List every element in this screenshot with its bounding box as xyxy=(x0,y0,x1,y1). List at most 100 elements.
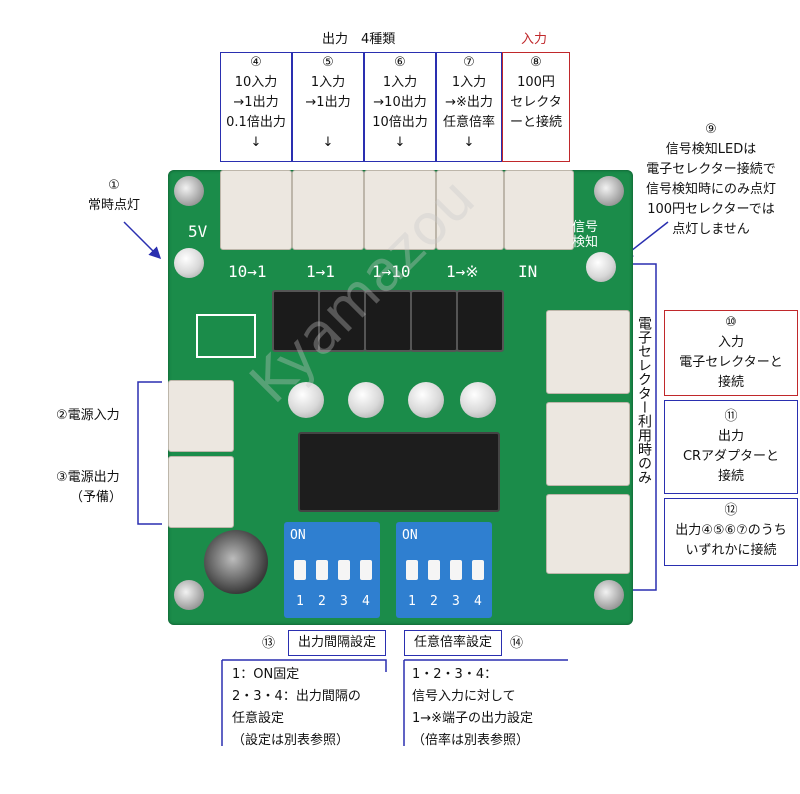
box-line: 1入力 xyxy=(310,75,346,90)
dip-key[interactable] xyxy=(406,560,418,580)
indicator-led xyxy=(408,382,444,418)
connector-5 xyxy=(292,170,364,250)
connector-6 xyxy=(364,170,436,250)
screw-icon xyxy=(594,580,624,610)
input-label: 入力 xyxy=(521,32,548,47)
dip-switch-interval[interactable]: ON 1 2 3 4 xyxy=(284,522,380,618)
dip-num: 2 xyxy=(430,594,438,609)
dip-key[interactable] xyxy=(316,560,328,580)
connector-8 xyxy=(504,170,574,250)
box-line: 1入力 xyxy=(382,75,418,90)
dip-key[interactable] xyxy=(428,560,440,580)
note-line: 信号入力に対して xyxy=(412,689,516,704)
side-label: 電子セレクター利用時のみ xyxy=(636,316,652,484)
note-line: 100円セレクターでは xyxy=(647,202,775,217)
note-number: ⑨ xyxy=(705,122,717,137)
box-line: セレクタ xyxy=(510,95,562,110)
box-number: ⑦ xyxy=(463,55,475,70)
connector-4 xyxy=(220,170,292,250)
connector-10 xyxy=(546,310,630,394)
note-line: （倍率は別表参照） xyxy=(412,733,530,748)
box-line: いずれかに接続 xyxy=(685,543,777,558)
dip-key[interactable] xyxy=(338,560,350,580)
down-arrow-icon: ↓ xyxy=(463,135,475,150)
box-line: ーと接続 xyxy=(509,115,562,130)
multiplier-setting-title: 任意倍率設定 xyxy=(404,630,502,656)
silk-signal: 信号検知 xyxy=(572,220,599,250)
power-out-connector xyxy=(168,456,234,528)
connector-7 xyxy=(436,170,504,250)
note-9: ⑨ 信号検知LEDは 電子セレクター接続で 信号検知時にのみ点灯 100円セレク… xyxy=(628,120,794,240)
interval-notes: 1：ON固定 2・3・4：出力間隔の 任意設定 （設定は別表参照） xyxy=(232,664,361,752)
power-in-connector xyxy=(168,380,234,452)
box-line: 出力 xyxy=(717,429,744,444)
indicator-led xyxy=(348,382,384,418)
box-number: ⑪ xyxy=(724,409,738,424)
box-10: ⑩ 入力 電子セレクターと 接続 xyxy=(664,310,798,396)
note-line: 1・2・3・4： xyxy=(412,667,498,682)
dip-num: 3 xyxy=(340,594,348,609)
note-line: 信号検知LEDは xyxy=(665,142,757,157)
dip-num: 4 xyxy=(362,594,370,609)
connector-12 xyxy=(546,494,630,574)
silk-c3: 1→10 xyxy=(372,262,411,281)
arrow-note1 xyxy=(123,221,162,260)
note-line: 1→※端子の出力設定 xyxy=(412,711,534,726)
output-box-4: ④ 10入力 →1出力 0.1倍出力 ↓ xyxy=(220,52,292,162)
note-line: 信号検知時にのみ点灯 xyxy=(645,182,776,197)
dip-key[interactable] xyxy=(472,560,484,580)
box-number: ⑧ xyxy=(530,55,542,70)
dip-key[interactable] xyxy=(450,560,462,580)
box-number: ⑥ xyxy=(394,55,406,70)
box-line: →1出力 xyxy=(233,95,279,110)
note-line: 常時点灯 xyxy=(87,198,140,213)
note-line: 電子セレクター接続で xyxy=(646,162,776,177)
power-out-label: ③電源出力 xyxy=(56,470,120,485)
box-line: →10出力 xyxy=(373,95,427,110)
dip-switch-multiplier[interactable]: ON 1 2 3 4 xyxy=(396,522,492,618)
box-line: 0.1倍出力 xyxy=(226,115,286,130)
spare-label: （予備） xyxy=(70,490,123,505)
pcb-board: 5V 10→1 1→1 1→10 1→※ IN 信号検知 ON 1 2 3 4 … xyxy=(168,166,633,625)
box-line: 任意倍率 xyxy=(442,115,495,130)
note-line: 点灯しません xyxy=(672,222,750,237)
note-1: ① 常時点灯 xyxy=(74,176,154,216)
output-types-label: 出力 4種類 xyxy=(322,32,396,47)
box-line: →※出力 xyxy=(445,95,493,110)
indicator-led xyxy=(288,382,324,418)
dip-num: 1 xyxy=(408,594,416,609)
output-box-7: ⑦ 1入力 →※出力 任意倍率 ↓ xyxy=(436,52,502,162)
dip-key[interactable] xyxy=(294,560,306,580)
power-led xyxy=(174,248,204,278)
box-number: ④ xyxy=(250,55,262,70)
box-line: 接続 xyxy=(717,469,744,484)
screw-icon xyxy=(174,580,204,610)
box-line: →1出力 xyxy=(305,95,351,110)
relay xyxy=(456,290,504,352)
relay xyxy=(272,290,320,352)
box-number: ⑩ xyxy=(725,315,737,330)
note-line: 1：ON固定 xyxy=(232,667,300,682)
silk-c4: 1→※ xyxy=(446,262,479,281)
box-line: 100円 xyxy=(517,75,555,90)
label-14-number: ⑭ xyxy=(510,636,524,651)
dip-num: 4 xyxy=(474,594,482,609)
down-arrow-icon: ↓ xyxy=(394,135,406,150)
note-line: 2・3・4：出力間隔の xyxy=(232,689,361,704)
box-line: 接続 xyxy=(717,375,744,390)
box-line: 1入力 xyxy=(451,75,487,90)
dip-key[interactable] xyxy=(360,560,372,580)
left-bracket xyxy=(137,381,162,525)
dip-num: 2 xyxy=(318,594,326,609)
down-arrow-icon: ↓ xyxy=(322,135,334,150)
box-11: ⑪ 出力 CRアダプターと 接続 xyxy=(664,400,798,494)
dip-on-label: ON xyxy=(402,528,418,543)
dip-on-label: ON xyxy=(290,528,306,543)
note-line: 任意設定 xyxy=(232,711,285,726)
screw-icon xyxy=(594,176,624,206)
silk-5v: 5V xyxy=(188,222,208,241)
output-box-6: ⑥ 1入力 →10出力 10倍出力 ↓ xyxy=(364,52,436,162)
box-line: 10入力 xyxy=(234,75,278,90)
relay xyxy=(364,290,412,352)
